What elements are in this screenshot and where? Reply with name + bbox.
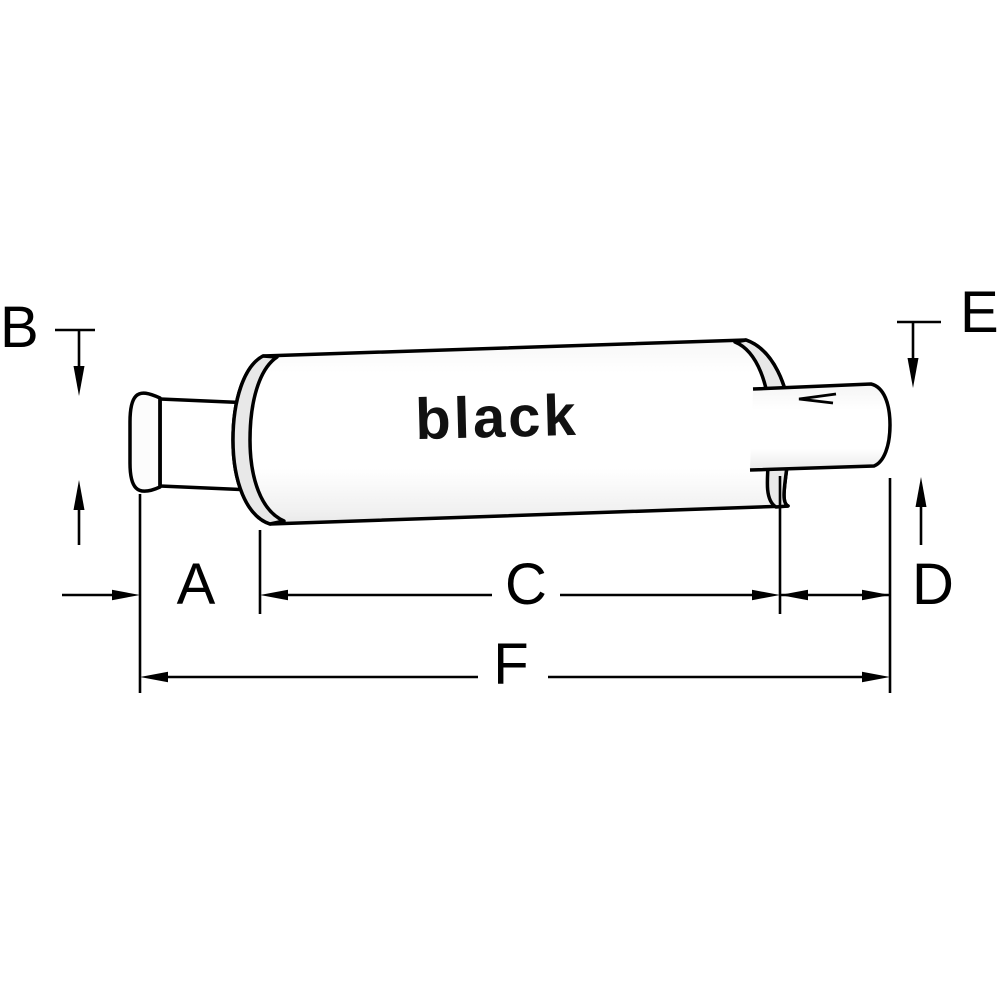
dimension-e: E <box>897 280 999 545</box>
dim-e-arrowhead-up <box>915 477 927 507</box>
outlet-pipe-slot <box>798 392 837 405</box>
outlet-pipe-fill <box>750 384 890 470</box>
dim-label-f: F <box>493 632 528 697</box>
dimension-f: F <box>140 632 890 697</box>
dimension-a: A <box>62 552 216 617</box>
dim-d-arrowhead-right <box>862 589 890 601</box>
dim-c-arrowhead-right <box>752 589 780 601</box>
dim-label-b: B <box>0 295 39 360</box>
dim-label-e: E <box>960 280 999 345</box>
muffler-part-drawing: black <box>128 338 892 526</box>
dim-d-arrowhead-left <box>780 589 808 601</box>
outlet-pipe <box>749 382 892 472</box>
dim-e-arrowhead-down <box>907 358 919 388</box>
outlet-pipe-outline <box>749 382 892 472</box>
dim-b-arrowhead-down <box>73 366 85 396</box>
muffler-left-cap-rim <box>231 354 286 526</box>
dimension-annotations: B E A <box>0 280 999 697</box>
dim-f-arrowhead-left <box>140 671 168 683</box>
dim-label-d: D <box>912 552 954 617</box>
dim-c-arrowhead-left <box>260 589 288 601</box>
dim-label-a: A <box>177 552 216 617</box>
muffler-body-text: black <box>414 383 579 452</box>
dim-b-arrowhead-up <box>73 480 85 510</box>
inlet-flange <box>128 391 162 493</box>
dim-a-arrowhead-right <box>112 589 140 601</box>
dimension-c: C <box>260 552 780 617</box>
dim-f-arrowhead-right <box>862 671 890 683</box>
dimension-b: B <box>0 295 95 545</box>
dim-label-c: C <box>505 552 547 617</box>
dimension-d: D <box>780 552 954 617</box>
